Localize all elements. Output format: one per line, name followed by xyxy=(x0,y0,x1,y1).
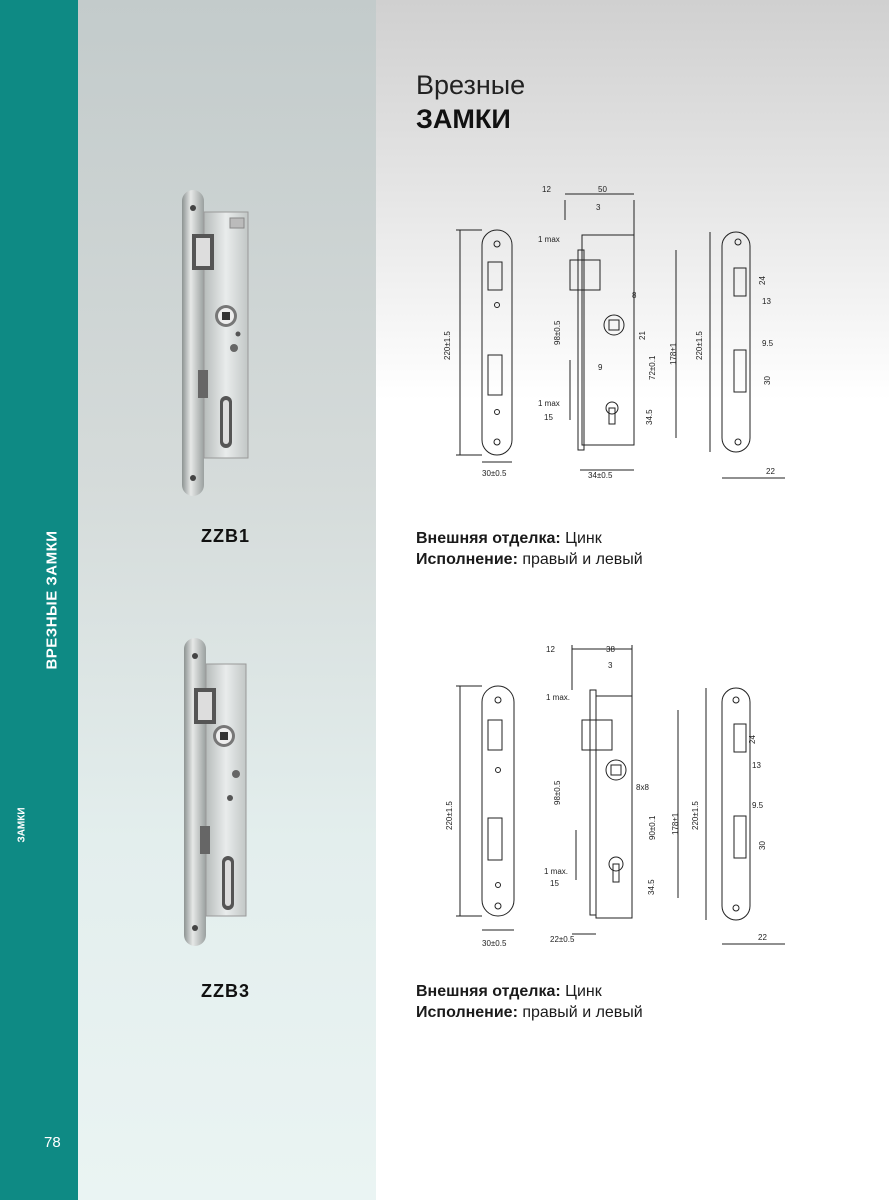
photo-panel xyxy=(78,0,376,1200)
dim-72: 72±0.1 xyxy=(648,355,657,380)
dim-9: 9 xyxy=(598,363,603,372)
dim-30: 30±0.5 xyxy=(482,469,507,478)
header-background xyxy=(376,0,889,400)
dim-98: 98±0.5 xyxy=(553,780,562,805)
page-title-line2: ЗАМКИ xyxy=(416,104,511,134)
sidebar-strip xyxy=(0,0,78,1200)
dim-backset: 38 xyxy=(606,645,615,654)
dim-34-5: 34.5 xyxy=(647,879,656,895)
dim-1max-lower: 1 max. xyxy=(544,867,568,876)
dim-8x8: 8x8 xyxy=(636,783,649,792)
lock-photo-zzb1 xyxy=(182,190,249,496)
dim-30-side: 30 xyxy=(758,841,767,850)
dim-34: 34±0.5 xyxy=(588,471,613,480)
dim-3: 3 xyxy=(596,203,601,212)
dim-8: 8 xyxy=(632,291,637,300)
technical-drawing-zzb3: 220±1.5 30±0.5 12 38 3 1 max. 8x8 98±0.5… xyxy=(445,645,785,948)
dim-220: 220±1.5 xyxy=(445,801,454,830)
dim-backset: 50 xyxy=(598,185,607,194)
dim-12: 12 xyxy=(542,185,551,194)
dim-1max: 1 max xyxy=(538,235,560,244)
dim-15: 15 xyxy=(544,413,553,422)
spec-zzb1: Внешняя отделка: Цинк Исполнение: правый… xyxy=(416,528,643,570)
dim-220-side: 220±1.5 xyxy=(691,801,700,830)
dim-178: 178±1 xyxy=(669,342,678,365)
spec-finish-zzb3: Внешняя отделка: Цинк xyxy=(416,983,602,1000)
dim-13: 13 xyxy=(752,761,761,770)
page-number: 78 xyxy=(44,1134,61,1151)
dim-22: 22 xyxy=(766,467,775,476)
dim-220: 220±1.5 xyxy=(443,331,452,360)
dim-220-side: 220±1.5 xyxy=(695,331,704,360)
page-title-line1: Врезные xyxy=(416,70,526,100)
technical-drawing-zzb1: 220±1.5 30±0.5 12 50 3 1 max 8 21 98±0.5… xyxy=(443,185,785,480)
dim-9-5: 9.5 xyxy=(752,801,764,810)
dim-15: 15 xyxy=(550,879,559,888)
lock-photo-zzb3 xyxy=(184,638,247,946)
dim-1max-lower: 1 max xyxy=(538,399,560,408)
dim-21: 21 xyxy=(638,331,647,340)
spec-zzb3: Внешняя отделка: Цинк Исполнение: правый… xyxy=(416,981,643,1023)
sidebar-section-title: ВРЕЗНЫЕ ЗАМКИ xyxy=(43,530,61,670)
model-label-zzb1: ZZB1 xyxy=(201,526,250,546)
dim-24: 24 xyxy=(758,276,767,285)
dim-12: 12 xyxy=(546,645,555,654)
dim-30: 30±0.5 xyxy=(482,939,507,948)
dim-178: 178±1 xyxy=(671,812,680,835)
dim-3: 3 xyxy=(608,661,613,670)
dim-98: 98±0.5 xyxy=(553,320,562,345)
dim-34-5: 34.5 xyxy=(645,409,654,425)
model-label-zzb3: ZZB3 xyxy=(201,981,250,1001)
dim-24: 24 xyxy=(748,735,757,744)
dim-9-5: 9.5 xyxy=(762,339,774,348)
dim-1max: 1 max. xyxy=(546,693,570,702)
dim-30-side: 30 xyxy=(763,376,772,385)
dim-90: 90±0.1 xyxy=(648,815,657,840)
sidebar-subsection: ЗАМКИ xyxy=(16,807,28,843)
dim-13: 13 xyxy=(762,297,771,306)
dim-22-body: 22±0.5 xyxy=(550,935,575,944)
spec-execution-zzb3: Исполнение: правый и левый xyxy=(416,1004,643,1021)
dim-22-side: 22 xyxy=(758,933,767,942)
spec-execution-zzb1: Исполнение: правый и левый xyxy=(416,551,643,568)
spec-finish-zzb1: Внешняя отделка: Цинк xyxy=(416,530,602,547)
